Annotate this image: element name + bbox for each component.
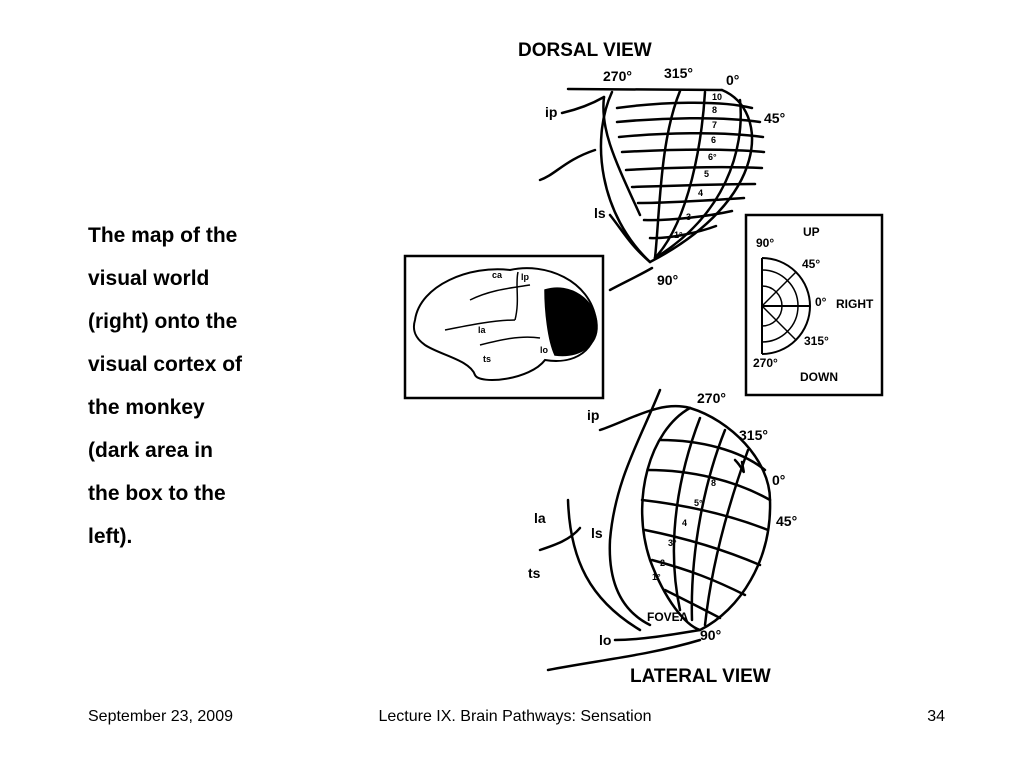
caption-line: (right) onto the (88, 310, 238, 333)
field-angle-90: 90° (756, 236, 774, 250)
dorsal-angle-45: 45° (764, 110, 785, 126)
brain-label-lp: lp (521, 272, 530, 282)
lateral-sulcus-ts: ts (528, 565, 541, 581)
brain-label-ts: ts (483, 354, 491, 364)
lateral-ecc-label: 3° (668, 538, 677, 548)
footer-lecture-title: Lecture IX. Brain Pathways: Sensation (378, 708, 652, 725)
dorsal-view-diagram: DORSAL VIEW 270° 315° 0° 45° 90° ip ls (518, 40, 785, 292)
brain-inset: ca lp la ts lo (403, 254, 605, 400)
lateral-sulcus-la: la (534, 510, 546, 526)
lateral-sulcus-lo: lo (599, 632, 611, 648)
brain-label-lo: lo (540, 345, 549, 355)
lateral-ecc-label: 8 (711, 478, 716, 488)
visual-cortex-figure: DORSAL VIEW 270° 315° 0° 45° 90° ip ls (403, 40, 884, 687)
footer-page-number: 34 (927, 708, 945, 725)
lateral-view-title: LATERAL VIEW (630, 666, 771, 687)
v1-dark-area (544, 287, 598, 357)
dorsal-angle-90: 90° (657, 272, 678, 288)
caption-line: the box to the (88, 482, 226, 505)
slide-caption: The map of the visual world (right) onto… (88, 214, 298, 558)
brain-label-la: la (478, 325, 487, 335)
lateral-angle-270: 270° (697, 390, 726, 406)
lateral-angle-45: 45° (776, 513, 797, 529)
lateral-ecc-label: 4 (682, 518, 687, 528)
lateral-sulcus-ls: ls (591, 525, 603, 541)
field-label-down: DOWN (800, 370, 838, 384)
caption-line: The map of the (88, 224, 238, 247)
dorsal-ecc-label: 1° (674, 230, 683, 240)
caption-line: visual world (88, 267, 210, 290)
dorsal-sulcus-ls: ls (594, 205, 606, 221)
dorsal-ecc-label: 3 (686, 212, 691, 222)
visual-field-frame (744, 213, 884, 397)
field-angle-0: 0° (815, 295, 827, 309)
lateral-ecc-label: 1° (652, 572, 661, 582)
dorsal-view-title: DORSAL VIEW (518, 40, 652, 61)
dorsal-angle-315: 315° (664, 65, 693, 81)
lateral-ecc-label: 5° (694, 498, 703, 508)
lateral-sulcus-ip: ip (587, 407, 599, 423)
lateral-angle-315: 315° (739, 427, 768, 443)
field-angle-315: 315° (804, 334, 829, 348)
dorsal-ecc-label: 6° (708, 152, 717, 162)
dorsal-ecc-label: 8 (712, 105, 717, 115)
brain-label-ca: ca (492, 270, 503, 280)
caption-line: (dark area in (88, 439, 213, 462)
caption-line: the monkey (88, 396, 205, 419)
dorsal-ecc-label: 7 (712, 120, 717, 130)
lateral-view-diagram: 270° 315° 0° 45° 90° FOVEA ip la ls ts l… (528, 388, 797, 687)
lateral-ecc-label: 2 (660, 558, 665, 568)
visual-field-inset: UP 90° 45° 0° RIGHT 315° 270° DOWN (744, 213, 884, 397)
caption-line: left). (88, 525, 133, 548)
dorsal-ecc-label: 5 (704, 169, 709, 179)
field-label-up: UP (803, 225, 820, 239)
footer-date: September 23, 2009 (88, 708, 233, 725)
field-angle-45: 45° (802, 257, 820, 271)
lateral-angle-0: 0° (772, 472, 785, 488)
dorsal-ecc-label: 6 (711, 135, 716, 145)
dorsal-sulcus-ip: ip (545, 104, 557, 120)
dorsal-angle-270: 270° (603, 68, 632, 84)
field-angle-270: 270° (753, 356, 778, 370)
caption-line: visual cortex of (88, 353, 243, 376)
field-label-right: RIGHT (836, 297, 874, 311)
dorsal-angle-0: 0° (726, 72, 739, 88)
dorsal-ecc-label: 10 (712, 92, 722, 102)
brain-inset-frame (403, 254, 605, 400)
lateral-angle-90: 90° (700, 627, 721, 643)
dorsal-ecc-label: 4 (698, 188, 703, 198)
